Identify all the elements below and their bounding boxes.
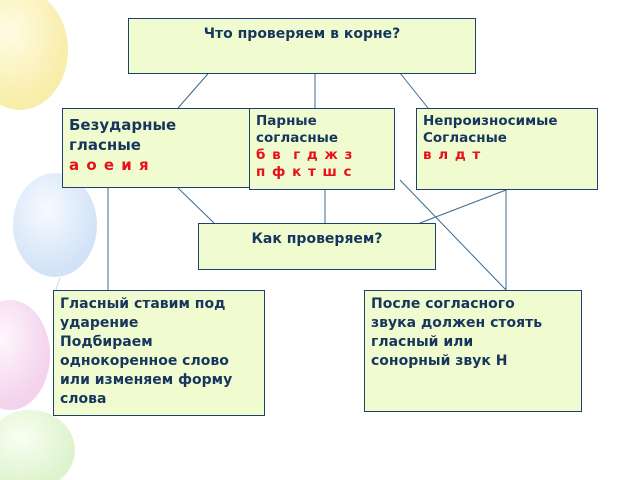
vowel-method-box: Гласный ставим под ударение Подбираем од… xyxy=(53,290,265,416)
paired-consonants-box: Парные согласные б в г д ж з п ф к т ш с xyxy=(249,108,395,190)
connector-title-silent xyxy=(395,67,429,109)
method-line: гласный или xyxy=(371,334,474,350)
title-box: Что проверяем в корне? xyxy=(128,18,476,74)
method-line: или изменяем форму xyxy=(60,372,233,388)
unstressed-vowels-box: Безударные гласные а о е и я xyxy=(62,108,262,188)
category-label-line: Согласные xyxy=(423,130,507,146)
letters-line: а о е и я xyxy=(69,156,150,174)
method-line: однокоренное слово xyxy=(60,353,229,369)
connector-title-unstressed xyxy=(177,67,214,109)
balloon-green xyxy=(0,410,75,480)
method-line: Подбираем xyxy=(60,334,153,350)
silent-consonants-box: Непроизносимые Согласные в л д т xyxy=(416,108,598,190)
connector-paired-after xyxy=(399,179,507,291)
balloon-blue xyxy=(13,173,97,277)
category-label-line: Безударные xyxy=(69,116,177,134)
diagram-title: Что проверяем в корне? xyxy=(203,26,401,42)
how-to-check-box: Как проверяем? xyxy=(198,223,436,270)
category-label-line: согласные xyxy=(256,130,339,146)
method-line: сонорный звук Н xyxy=(371,353,508,369)
method-line: ударение xyxy=(60,315,139,331)
method-line: звука должен стоять xyxy=(371,315,543,331)
balloon-yellow xyxy=(0,0,68,110)
method-line: Гласный ставим под xyxy=(60,296,226,312)
method-line: После согласного xyxy=(371,296,515,312)
balloon-pink xyxy=(0,300,50,410)
consonant-method-box: После согласного звука должен стоять гла… xyxy=(364,290,582,412)
letters-line: б в г д ж з xyxy=(256,147,354,163)
category-label-line: Парные xyxy=(256,113,317,129)
method-line: слова xyxy=(60,391,107,407)
connector-unstressed-how xyxy=(177,187,215,224)
category-label-line: Непроизносимые xyxy=(423,113,558,129)
how-to-check-title: Как проверяем? xyxy=(251,231,383,247)
category-label-line: гласные xyxy=(69,136,141,154)
letters-line: п ф к т ш с xyxy=(256,164,353,180)
letters-line: в л д т xyxy=(423,147,482,163)
connector-silent-how xyxy=(419,189,507,224)
